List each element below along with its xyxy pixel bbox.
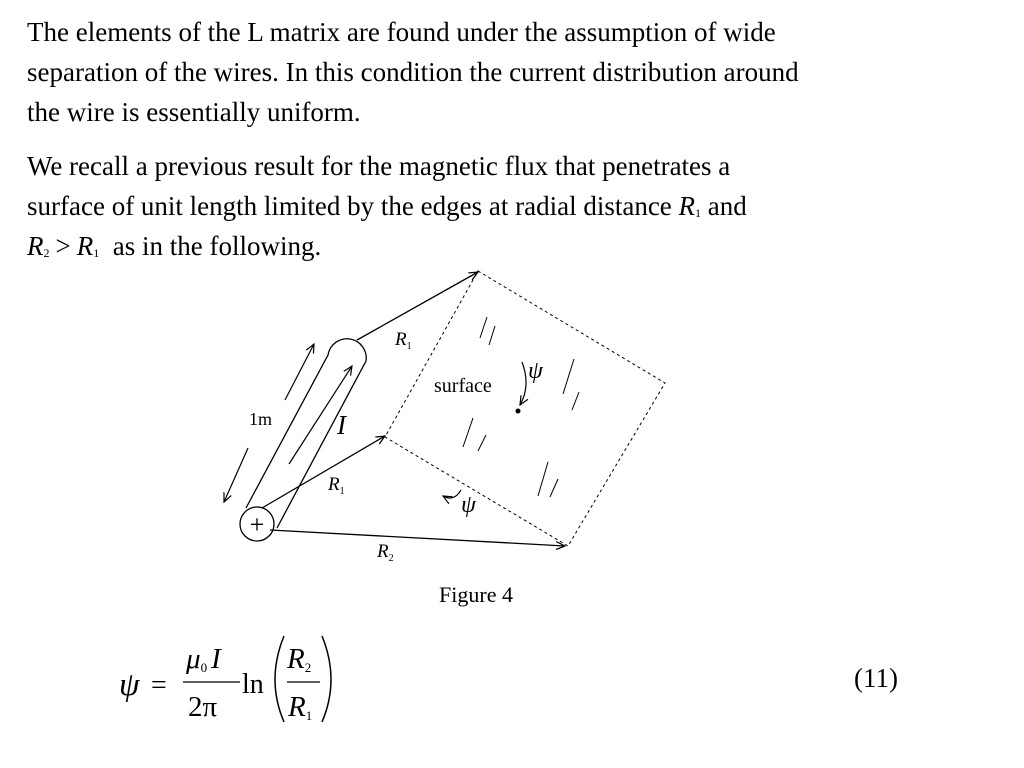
eq-ln: ln <box>242 669 264 700</box>
label-current: I <box>336 410 348 440</box>
paragraph-intro-line-2: separation of the wires. In this conditi… <box>27 57 799 87</box>
paragraph-intro-line-3: the wire is essentially uniform. <box>27 97 361 127</box>
paragraph-flux-line-3: R2>R1 as in the following. <box>27 226 321 273</box>
plus-sign: + <box>250 510 265 539</box>
paragraph-flux-tail: as in the following. <box>112 231 322 261</box>
greater-than-sign: > <box>55 231 71 261</box>
flux-arrow-upper <box>520 361 526 405</box>
eq-equals: = <box>151 670 167 701</box>
equation-number: (11) <box>854 663 898 693</box>
label-surface: surface <box>434 375 492 397</box>
eq-denominator: 2π <box>188 691 218 723</box>
current-arrow <box>288 366 352 465</box>
symbol-r1: R1 <box>678 191 702 221</box>
paragraph-flux: We recall a previous result for the magn… <box>27 146 747 233</box>
label-psi-lower: ψ <box>461 492 477 518</box>
label-r1-top: R1 <box>394 329 412 352</box>
paragraph-flux-line-1: We recall a previous result for the magn… <box>27 151 731 181</box>
label-1m: 1m <box>249 409 272 429</box>
paragraph-flux-line-2: surface of unit length limited by the ed… <box>27 191 672 221</box>
radius-r2-arrow <box>269 529 565 546</box>
eq-r2: R2 <box>286 643 311 675</box>
eq-psi: ψ <box>119 667 140 703</box>
word-and: and <box>707 191 747 221</box>
surface-point <box>515 408 521 414</box>
eq-r1: R1 <box>287 691 312 723</box>
symbol-r1: R1 <box>76 231 100 261</box>
paragraph-intro-line-1: The elements of the L matrix are found u… <box>27 17 776 47</box>
radius-r1-bottom-arrow <box>261 436 385 509</box>
eq-left-paren <box>274 635 285 723</box>
eq-right-paren <box>321 635 332 723</box>
label-psi-upper: ψ <box>528 358 544 384</box>
flux-arrow-lower <box>443 489 462 498</box>
length-arrow-up <box>284 344 314 401</box>
label-r1-bottom: R1 <box>327 474 345 497</box>
radius-r1-top-arrow <box>356 272 478 341</box>
wire-cylinder <box>239 338 367 542</box>
figure-caption: Figure 4 <box>439 582 513 607</box>
flux-hatch-marks <box>462 316 580 498</box>
symbol-r2: R2 <box>27 231 50 261</box>
surface-outline <box>384 270 666 547</box>
length-arrow-down <box>224 447 249 502</box>
paragraph-intro: The elements of the L matrix are found u… <box>27 12 799 132</box>
label-r2: R2 <box>376 541 394 564</box>
wire-end-circle <box>239 506 275 542</box>
